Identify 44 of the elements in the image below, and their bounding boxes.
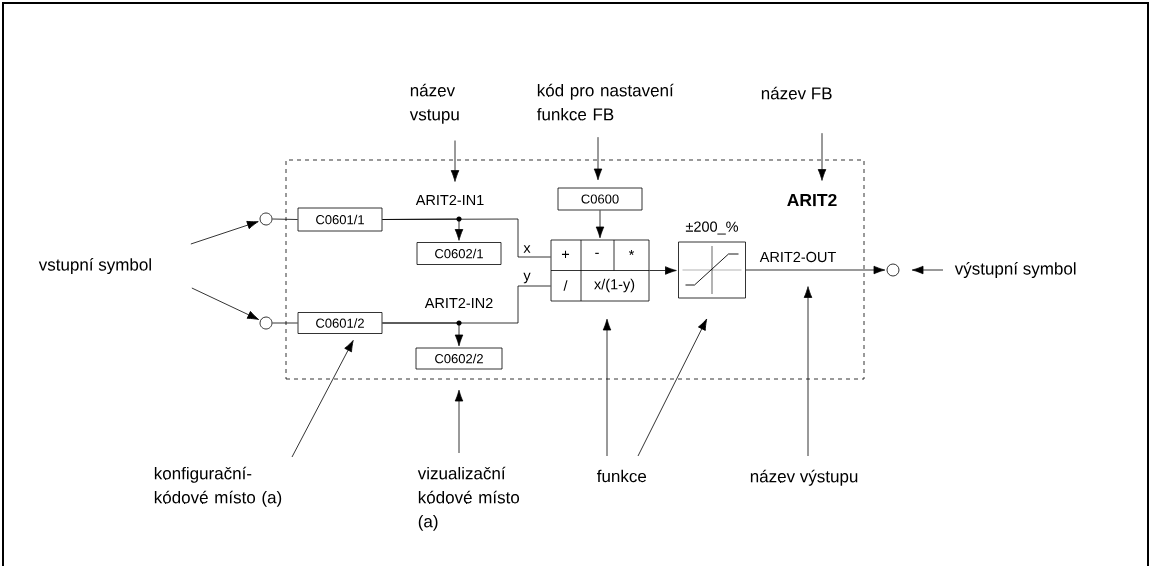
arrow: [382, 218, 464, 241]
arrow: [803, 286, 813, 457]
arrow: [595, 210, 605, 239]
arrow: [911, 265, 944, 275]
input-symbol: [259, 212, 273, 226]
signal-line: [272, 322, 298, 324]
arrow: [454, 389, 464, 454]
signal-line: [272, 218, 298, 220]
annotation-text: název vstupu: [409, 83, 459, 124]
arrow: [450, 140, 460, 182]
function-block-outline: [285, 159, 865, 380]
arrow: [817, 132, 827, 181]
annotation-text: název výstupu: [750, 469, 858, 486]
code-box: C0601/2: [297, 312, 383, 334]
code-box: C0600: [557, 187, 643, 211]
signal-name: ARIT2-OUT: [759, 251, 836, 263]
code-box: C0601/1: [297, 207, 383, 232]
function-table: + - * / x/(1-y): [550, 239, 650, 302]
annotation-text: název FB: [761, 86, 832, 100]
arrow: [593, 136, 603, 181]
arrow: [745, 265, 886, 275]
annotation-text: vizualizační kódové místo (a): [417, 466, 520, 531]
annotation-text: funkce: [597, 469, 647, 483]
annotation-text: výstupní symbol: [954, 262, 1076, 279]
arrow: [190, 220, 259, 245]
signal-name: ARIT2-IN2: [424, 297, 493, 309]
arrow: [191, 287, 259, 320]
block-name: ARIT2: [787, 193, 837, 207]
annotation-text: konfigurační- kódové místo (a): [154, 466, 282, 507]
signal-name: ARIT2-IN1: [415, 194, 484, 206]
arrow: [291, 340, 354, 458]
annotation-text: kód pro nastavení funkce FB: [537, 83, 674, 121]
range-label: ±200_%: [685, 221, 739, 235]
input-symbol: [259, 316, 273, 330]
arrow: [602, 318, 612, 457]
code-box: C0602/1: [416, 242, 502, 265]
output-symbol: [886, 263, 900, 277]
code-box: C0602/2: [415, 347, 503, 370]
edge-label: y: [522, 271, 532, 285]
arrow: [637, 318, 708, 457]
arrow: [382, 322, 464, 347]
arrow: [649, 266, 677, 275]
edge-label: x: [522, 244, 532, 254]
annotation-text: vstupní symbol: [38, 258, 151, 275]
